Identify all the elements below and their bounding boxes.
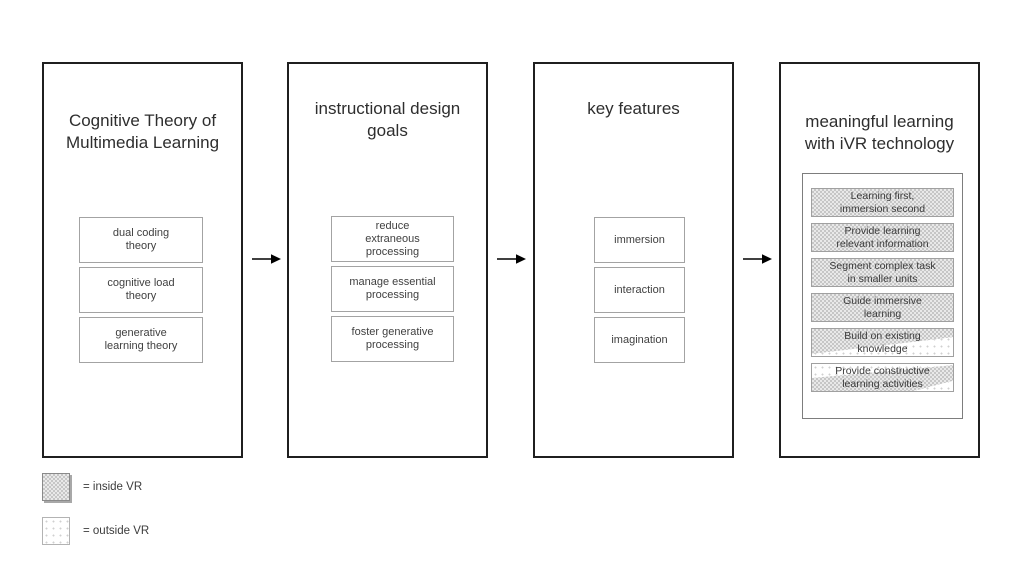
feature-box-interaction: interaction xyxy=(594,267,685,313)
column-title-key-features: key features xyxy=(587,99,680,118)
column-key-features: key features immersion interaction imagi… xyxy=(533,62,734,458)
theory-box-label: dual coding theory xyxy=(112,227,170,252)
feature-box-label: interaction xyxy=(614,283,665,296)
column-design-goals: instructional design goals reduce extran… xyxy=(287,62,488,458)
inside-vr-swatch xyxy=(42,473,70,501)
theory-box-label: generative learning theory xyxy=(104,327,178,352)
column-title-cognitive-theory: Cognitive Theory of Multimedia Learning xyxy=(65,111,220,152)
feature-box-label: imagination xyxy=(611,333,668,346)
theory-box-generative-learning: generative learning theory xyxy=(79,317,203,363)
legend-item-inside-vr: = inside VR xyxy=(42,473,149,501)
goal-box-manage-essential: manage essential processing xyxy=(331,266,454,312)
strategy-box-relevant-information: Provide learning relevant information xyxy=(811,223,954,252)
strategy-box-label: Segment complex task in smaller units xyxy=(829,259,936,285)
legend-item-outside-vr: = outside VR xyxy=(42,517,149,545)
strategy-box-label: Guide immersive learning xyxy=(843,294,922,320)
arrow-right-icon xyxy=(251,252,281,266)
feature-box-immersion: immersion xyxy=(594,217,685,263)
theory-items: dual coding theory cognitive load theory… xyxy=(79,217,203,367)
column-title-meaningful-learning: meaningful learning with iVR technology xyxy=(804,112,955,153)
strategy-box-segment-task: Segment complex task in smaller units xyxy=(811,258,954,287)
feature-box-imagination: imagination xyxy=(594,317,685,363)
theory-box-dual-coding: dual coding theory xyxy=(79,217,203,263)
feature-box-label: immersion xyxy=(614,233,665,246)
legend-label-outside-vr: = outside VR xyxy=(83,525,150,537)
strategy-box-label: Build on existing knowledge xyxy=(844,329,921,355)
strategy-box-constructive-activities: Provide constructive learning activities xyxy=(811,363,954,392)
theory-box-label: cognitive load theory xyxy=(107,277,175,302)
legend: = inside VR = outside VR xyxy=(42,473,149,561)
feature-items: immersion interaction imagination xyxy=(594,217,685,367)
strategy-box-label: Learning first, immersion second xyxy=(839,189,926,215)
legend-label-inside-vr: = inside VR xyxy=(83,481,143,493)
strategy-container: Learning first, immersion second Provide… xyxy=(802,173,963,419)
column-title-design-goals: instructional design goals xyxy=(314,99,461,140)
strategy-box-label: Provide constructive learning activities xyxy=(835,364,930,390)
strategy-box-existing-knowledge: Build on existing knowledge xyxy=(811,328,954,357)
goal-box-foster-generative: foster generative processing xyxy=(331,316,454,362)
design-goal-items: reduce extraneous processing manage esse… xyxy=(331,216,454,366)
goal-box-reduce-extraneous: reduce extraneous processing xyxy=(331,216,454,262)
strategy-box-label: Provide learning relevant information xyxy=(836,224,929,250)
strategy-box-guide-immersive: Guide immersive learning xyxy=(811,293,954,322)
goal-box-label: manage essential processing xyxy=(349,276,436,301)
goal-box-label: reduce extraneous processing xyxy=(365,219,420,258)
goal-box-label: foster generative processing xyxy=(351,326,434,351)
outside-vr-swatch xyxy=(42,517,70,545)
column-meaningful-learning: meaningful learning with iVR technology … xyxy=(779,62,980,458)
arrow-right-icon xyxy=(496,252,526,266)
theory-box-cognitive-load: cognitive load theory xyxy=(79,267,203,313)
arrow-right-icon xyxy=(742,252,772,266)
column-cognitive-theory: Cognitive Theory of Multimedia Learning … xyxy=(42,62,243,458)
strategy-box-learning-first: Learning first, immersion second xyxy=(811,188,954,217)
